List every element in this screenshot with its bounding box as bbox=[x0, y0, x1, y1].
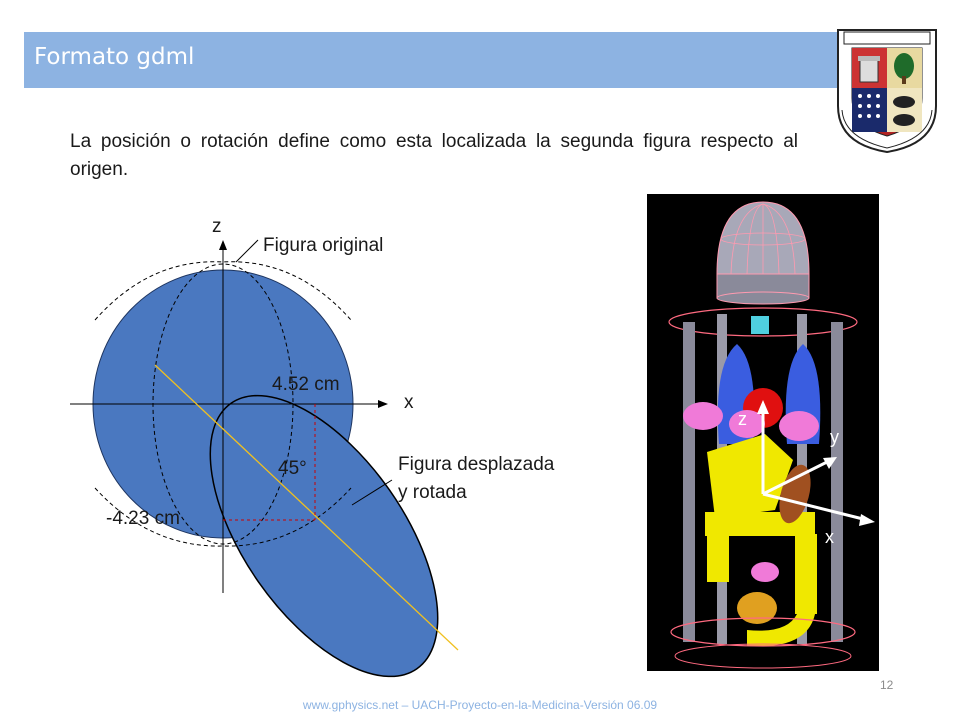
render-y-label: y bbox=[830, 427, 839, 447]
slide-title: Formato gdml bbox=[34, 44, 195, 70]
geometry-render-image: z y x bbox=[647, 194, 879, 671]
z-axis-label: z bbox=[212, 216, 222, 237]
university-crest-logo bbox=[837, 29, 937, 154]
title-bar: Formato gdml bbox=[24, 32, 838, 88]
moved-figure-label-2: y rotada bbox=[398, 482, 467, 503]
original-figure-label: Figura original bbox=[263, 235, 384, 256]
original-callout-line bbox=[235, 239, 259, 263]
dashed-meridian bbox=[152, 263, 294, 545]
render-z-label: z bbox=[738, 409, 747, 429]
page-number: 12 bbox=[880, 678, 894, 692]
footer-text: www.gphysics.net – UACH-Proyecto-en-la-M… bbox=[302, 698, 658, 712]
x-offset-label: 4.52 cm bbox=[272, 374, 340, 395]
angle-label: 45° bbox=[278, 458, 307, 479]
render-x-label: x bbox=[825, 527, 834, 547]
x-axis-label: x bbox=[404, 392, 414, 413]
moved-callout-line bbox=[351, 479, 393, 506]
moved-figure-label-1: Figura desplazada bbox=[398, 454, 555, 475]
rotation-axis-line bbox=[154, 364, 459, 651]
moved-rotated-figure bbox=[209, 394, 439, 678]
intro-text: La posición o rotación define como esta … bbox=[70, 131, 798, 180]
z-offset-label: -4.23 cm bbox=[106, 508, 180, 529]
